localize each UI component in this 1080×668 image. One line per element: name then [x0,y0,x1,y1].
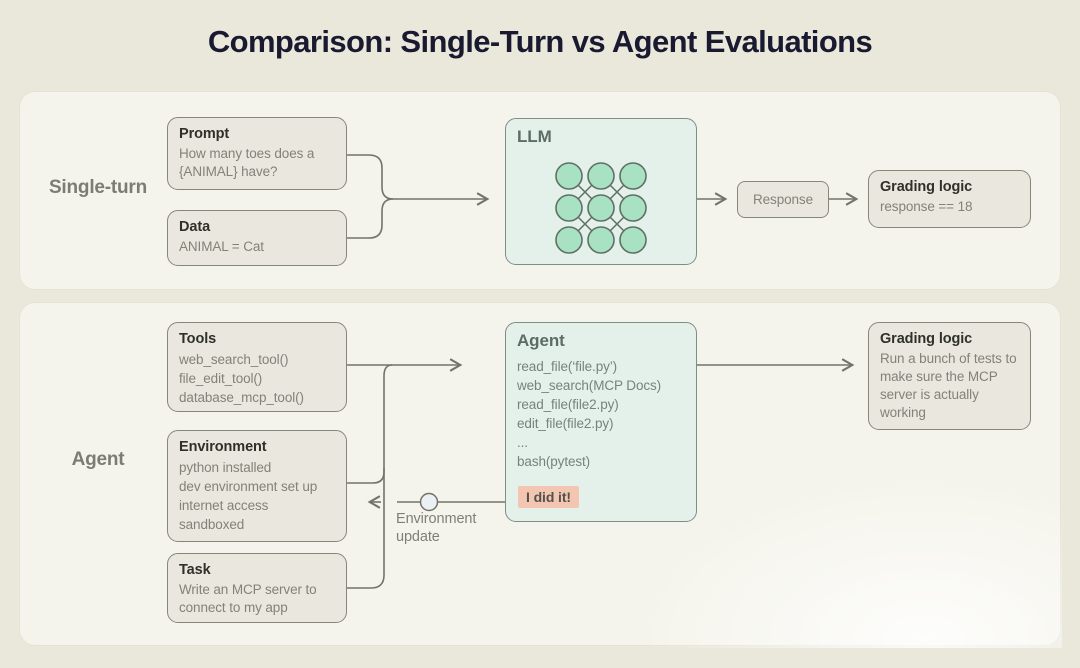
agent-action-line: read_file(‘file.py’) [517,359,618,374]
prompt-box-header: Prompt [179,126,230,142]
grading-logic-header: Grading logic [880,331,973,347]
grading-logic-body: Run a bunch of tests to make sure the MC… [880,351,1017,420]
environment-line: dev environment set up [179,479,318,494]
tools-line: database_mcp_tool() [179,390,304,405]
agent-action-line: bash(pytest) [517,454,591,469]
llm-box-header: LLM [517,127,552,146]
agent-box-header: Agent [517,331,565,350]
agent-label: Agent [71,449,125,470]
neural-network-icon [555,162,647,254]
agent-action-line: ... [517,435,528,450]
tools-line: file_edit_tool() [179,371,263,386]
data-box-header: Data [179,219,211,235]
prompt-box-body: How many toes does a {ANIMAL} have? [179,146,315,179]
page-title: Comparison: Single-Turn vs Agent Evaluat… [207,24,873,59]
response-box: Response [737,181,829,218]
task-box-body: Write an MCP server to connect to my app [179,582,317,615]
data-box-body: ANIMAL = Cat [179,239,264,254]
tools-line: web_search_tool() [179,352,289,367]
environment-line: internet access [179,498,269,513]
environment-box: Environment python installed dev environ… [167,430,347,542]
tools-box-header: Tools [179,331,217,347]
grading-logic-header: Grading logic [880,179,973,195]
success-highlight: I did it! [518,486,579,508]
single-turn-label: Single-turn [48,177,148,198]
agent-action-line: read_file(file2.py) [517,397,619,412]
environment-update-label: Environment update [396,511,477,545]
environment-box-header: Environment [179,439,267,455]
agent-action-line: edit_file(file2.py) [517,416,614,431]
grading-logic-body: response == 18 [880,199,973,214]
data-box: Data ANIMAL = Cat [167,210,347,266]
response-box-label: Response [753,191,813,207]
environment-line: python installed [179,460,272,475]
agent-box: Agent read_file(‘file.py’) web_search(MC… [505,322,697,522]
grading-logic-box-single-turn: Grading logic response == 18 [868,170,1031,228]
prompt-box: Prompt How many toes does a {ANIMAL} hav… [167,117,347,190]
environment-line: sandboxed [179,517,245,532]
task-box-header: Task [179,562,211,578]
agent-action-line: web_search(MCP Docs) [517,378,662,393]
task-box: Task Write an MCP server to connect to m… [167,553,347,623]
llm-box: LLM [505,118,697,265]
grading-logic-box-agent: Grading logic Run a bunch of tests to ma… [868,322,1031,430]
tools-box: Tools web_search_tool() file_edit_tool()… [167,322,347,412]
